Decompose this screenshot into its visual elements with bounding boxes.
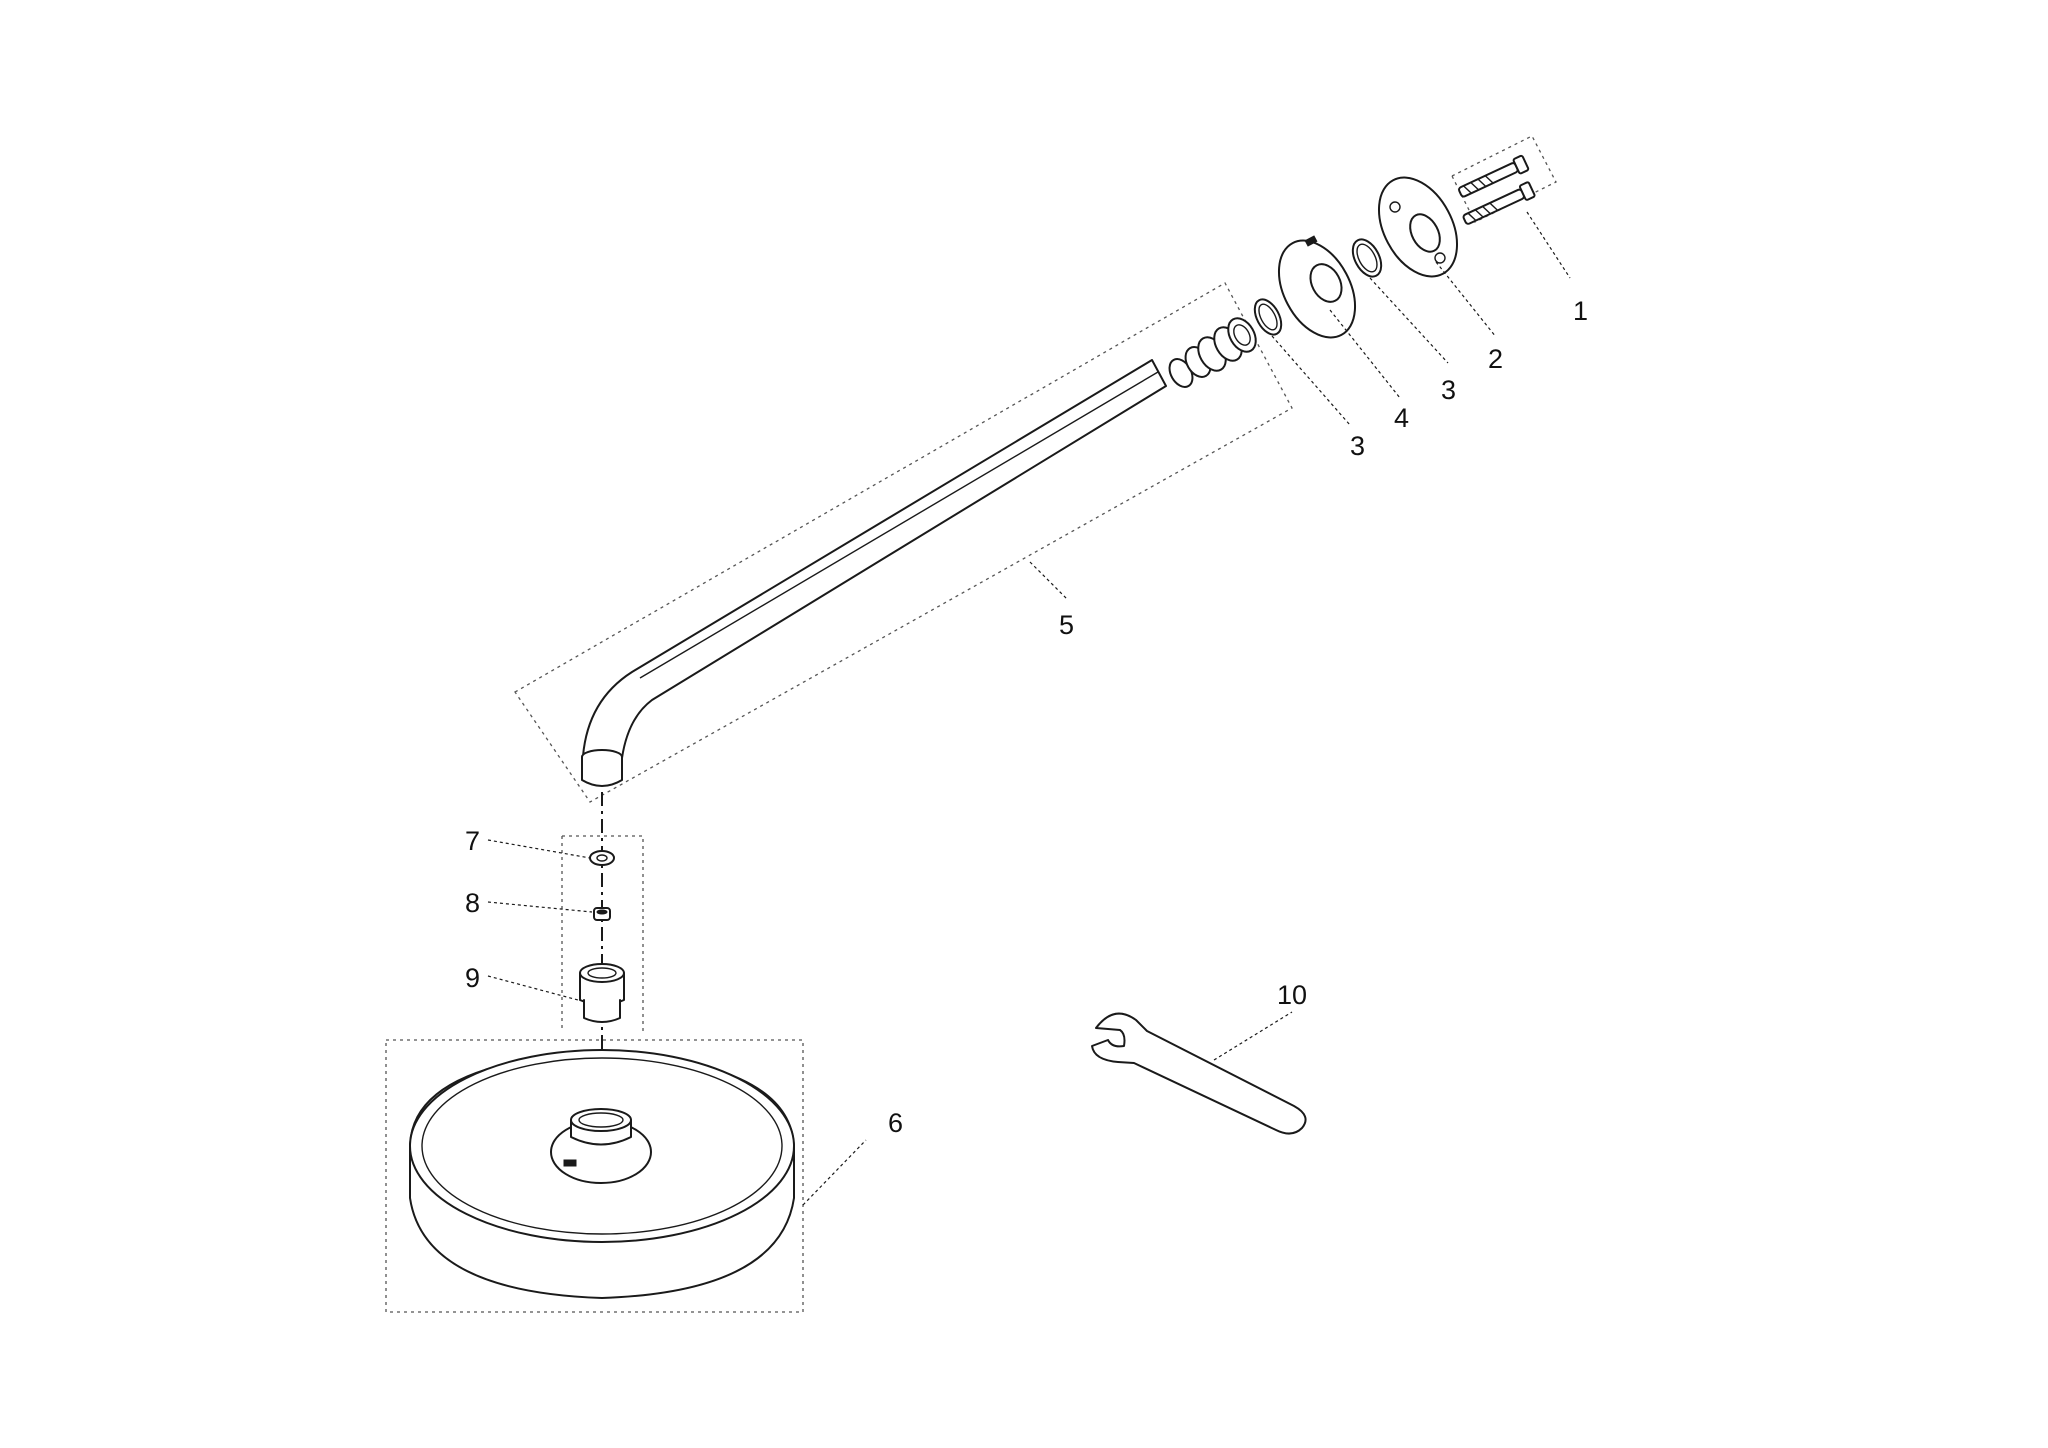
part-1-screws-and-dowels: [1451, 135, 1557, 225]
leader-2: [1435, 261, 1497, 338]
leader-4: [1329, 309, 1401, 399]
wall-connector-nipple: [1168, 317, 1257, 388]
leader-3-outer: [1369, 277, 1449, 364]
leader-5: [1029, 561, 1069, 601]
callout-7: 7: [465, 826, 480, 856]
part-9-ball-joint-adapter: [579, 963, 625, 1023]
shower-head-logo: [563, 1159, 577, 1167]
part-6-shower-head: [385, 1039, 804, 1313]
callout-8: 8: [465, 888, 480, 918]
part-3-o-ring-inner: [1253, 298, 1283, 336]
callout-2: 2: [1488, 344, 1503, 374]
callout-3-inner: 3: [1350, 431, 1365, 461]
parts-7-9-dashed-boundary: [561, 835, 644, 1032]
callout-3-outer: 3: [1441, 375, 1456, 405]
part-4-escutcheon: [1277, 235, 1357, 339]
callout-4: 4: [1394, 403, 1409, 433]
part-5-shower-arm: [514, 282, 1293, 803]
leader-1: [1526, 211, 1571, 279]
callout-6: 6: [888, 1108, 903, 1138]
part-8-flow-limiter: [593, 907, 611, 921]
callout-1: 1: [1573, 296, 1588, 326]
callout-10: 10: [1277, 980, 1307, 1010]
leader-10: [1213, 1011, 1293, 1061]
leader-8: [487, 901, 593, 913]
part-7-washer: [589, 850, 615, 866]
leader-3-inner: [1271, 335, 1351, 426]
callout-9: 9: [465, 963, 480, 993]
part-5-dashed-boundary: [514, 282, 1293, 803]
part-2-wall-flange: [1378, 176, 1458, 278]
part-6-dashed-boundary: [385, 1039, 804, 1313]
callout-5: 5: [1059, 610, 1074, 640]
leader-9: [487, 975, 579, 1001]
part-10-wrench: [1091, 1012, 1307, 1135]
shower-arm-socket: [581, 756, 623, 787]
leader-7: [487, 839, 591, 859]
part-3-o-ring-outer: [1351, 238, 1383, 278]
leader-6: [802, 1139, 867, 1206]
shower-arm-highlight: [639, 371, 1159, 679]
